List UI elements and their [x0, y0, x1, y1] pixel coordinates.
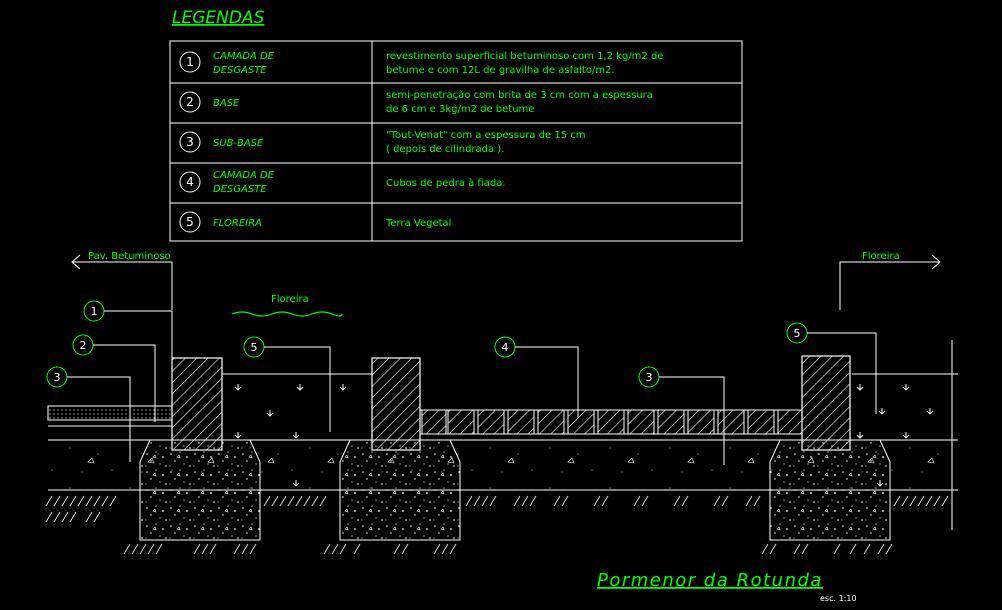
pav-betuminoso-label: Pav. Betuminoso	[88, 251, 171, 262]
concrete-footing	[139, 439, 261, 541]
callout	[243, 336, 331, 432]
floreira-wave-line	[231, 311, 343, 317]
legend-table	[169, 40, 743, 242]
curb-stone	[171, 357, 223, 451]
callout-number: 5	[251, 341, 258, 354]
curb-stone	[371, 357, 421, 451]
legend-name: CAMADA DE	[213, 170, 275, 181]
legend-number: 2	[186, 95, 194, 109]
legend-description: Terra Vegetal	[385, 218, 451, 229]
concrete-footing	[339, 439, 461, 541]
callout	[638, 366, 725, 465]
legend-name: DESGASTE	[213, 65, 267, 76]
callout-number: 3	[54, 371, 61, 384]
planter-soil	[222, 374, 372, 440]
callout	[83, 300, 173, 408]
floreira-right-label: Floreira	[862, 251, 900, 262]
drawing-scale: esc. 1:10	[820, 594, 857, 603]
legend-row: 5 FLOREIRA Terra Vegetal	[179, 211, 451, 233]
callout-number: 1	[91, 305, 98, 318]
legend-description: betume e com 12L de gravilha de asfalto/…	[386, 65, 615, 76]
pav-betuminoso-arrow	[71, 254, 173, 310]
legend-description: semi-penetração com brita de 3 cm com a …	[386, 90, 653, 101]
legend-row: 4 CAMADA DE DESGASTE Cubos de pedra à fi…	[179, 170, 506, 195]
legend-row: 2 BASE semi-penetração com brita de 3 cm…	[179, 90, 653, 115]
vegetal-soil-markers	[234, 384, 934, 487]
callout-number: 4	[502, 341, 509, 354]
floreira-center-label: Floreira	[271, 294, 309, 305]
legend-description: Cubos de pedra à fiada.	[386, 177, 506, 189]
legend-title: LEGENDAS	[172, 8, 265, 28]
callout	[72, 334, 156, 422]
planter-soil	[852, 374, 958, 440]
paving-stones	[419, 409, 803, 435]
legend-number: 4	[186, 175, 194, 189]
callout	[494, 336, 579, 418]
legend-description: revestimento superficial betuminoso com …	[386, 51, 663, 62]
floreira-right-arrow	[839, 254, 941, 310]
legend-description: "Tout-Venat" com a espessura de 15 cm	[386, 130, 586, 141]
legend-name: CAMADA DE	[213, 51, 275, 62]
callout	[786, 322, 877, 414]
callout	[46, 366, 131, 462]
callout-number: 5	[794, 327, 801, 340]
wearing-course-layer	[47, 405, 173, 421]
callout-number: 3	[646, 371, 653, 384]
legend-number: 5	[186, 215, 194, 229]
legend-description: ( depois de cilindrada ).	[386, 144, 504, 155]
legend-name: FLOREIRA	[213, 218, 262, 229]
legend-row: 3 SUB-BASE "Tout-Venat" com a espessura …	[179, 130, 586, 155]
drawing-title: Pormenor da Rotunda	[597, 570, 823, 591]
legend-number: 3	[186, 135, 194, 149]
legend-row: 1 CAMADA DE DESGASTE revestimento superf…	[179, 51, 663, 76]
legend-description: de 6 cm e 3kg/m2 de betume	[386, 104, 534, 115]
legend-name: BASE	[213, 98, 240, 109]
legend-name: DESGASTE	[213, 184, 267, 195]
cross-section	[45, 340, 958, 555]
legend-number: 1	[186, 55, 194, 69]
natural-ground-hatch	[45, 495, 949, 555]
curb-stone	[801, 355, 851, 451]
callout-number: 2	[80, 339, 87, 352]
legend-name: SUB-BASE	[213, 138, 264, 149]
concrete-footing	[769, 439, 891, 541]
